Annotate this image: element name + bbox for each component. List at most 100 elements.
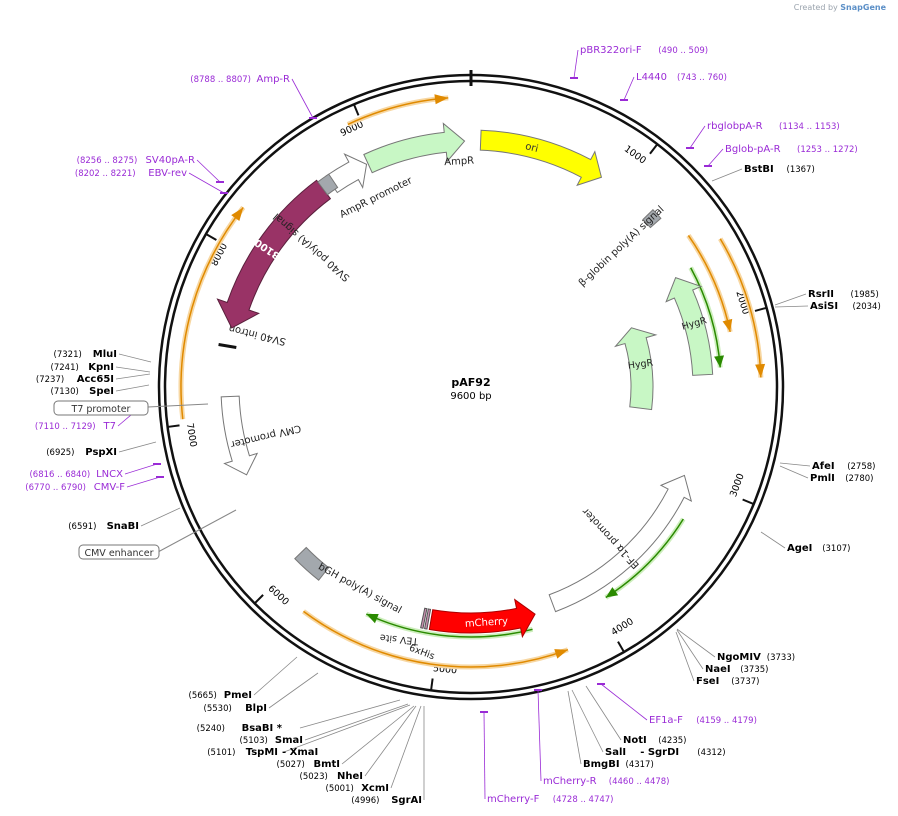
site-leader <box>390 705 422 789</box>
site-nhei[interactable]: NheI(5023) <box>300 705 417 782</box>
feature-cmvprom-shape <box>220 395 259 476</box>
primer-range: (8202 .. 8221) <box>75 169 136 179</box>
site-bmti[interactable]: BmtI(5027) <box>277 705 415 770</box>
site-bsabi-[interactable]: BsaBI *(5240) <box>197 699 401 734</box>
primer-name: L4440 <box>636 72 667 83</box>
site-pmei[interactable]: PmeI(5665) <box>189 656 298 701</box>
primer-ebv-rev[interactable]: EBV-rev (8202 .. 8221) <box>75 168 228 194</box>
feature-bgh[interactable] <box>294 546 330 581</box>
site-leader <box>567 690 582 765</box>
primer-rbglobpa-r[interactable]: rbglobpA-R(1134 .. 1153) <box>686 121 840 149</box>
primer-l4440[interactable]: L4440(743 .. 760) <box>620 72 727 101</box>
primer-name: pBR322ori-F <box>580 45 642 56</box>
site-snabi[interactable]: SnaBI(6591) <box>68 507 181 532</box>
site-pos: (5001) <box>326 784 354 794</box>
orf-layer <box>178 94 766 670</box>
feature-ef1a[interactable] <box>548 474 693 613</box>
site-blpi[interactable]: BlpI(5530) <box>204 672 319 714</box>
feature-bglobin-shape <box>642 209 662 229</box>
site-pos: (4312) <box>697 748 725 758</box>
cmv-enhancer-label: CMV enhancer <box>84 548 153 559</box>
site-naei[interactable]: NaeI(3735) <box>676 629 768 675</box>
tick-mark <box>167 424 180 428</box>
site-pos: (2758) <box>847 462 875 472</box>
site-name: FseI <box>696 676 719 687</box>
site-sali[interactable]: SalI- SgrDI(4312) <box>571 689 726 758</box>
feature-bgh-shape <box>294 546 330 581</box>
site-fsei[interactable]: FseI(3737) <box>675 631 759 687</box>
site-sgrai[interactable]: SgrAI(4996) <box>351 706 425 806</box>
site-pos: (5665) <box>189 691 217 701</box>
primer-cmv-f[interactable]: CMV-F(6770 .. 6790) <box>25 476 164 493</box>
feature-sb100x[interactable] <box>216 179 332 329</box>
site-name: KpnI <box>88 362 114 373</box>
site-acc65i[interactable]: Acc65I(7237) <box>36 373 151 385</box>
site-pos: (2034) <box>853 302 881 312</box>
site-noti[interactable]: NotI(4235) <box>585 685 686 746</box>
site-name: TspMI <box>246 747 278 758</box>
feature-bglobin[interactable] <box>642 209 662 229</box>
site-rsrii[interactable]: RsrII(1985) <box>774 289 879 306</box>
tick-mark <box>205 233 217 241</box>
site-name: RsrII <box>808 289 834 300</box>
site-leader <box>268 672 319 709</box>
snapgene-credit: Created by SnapGene <box>794 3 886 12</box>
feature-sb100x-shape <box>216 179 332 329</box>
feature-his[interactable] <box>420 607 428 629</box>
primer-name: mCherry-R <box>543 776 597 787</box>
feature-ori[interactable] <box>479 129 603 187</box>
site-pos: (2780) <box>845 474 873 484</box>
site-leader <box>774 305 809 308</box>
orf-arrow <box>686 234 733 333</box>
primer-lncx[interactable]: LNCX(6816 .. 6840) <box>29 463 161 480</box>
site-leader <box>571 689 604 753</box>
orf-arrow <box>604 517 686 600</box>
primer-sv40pa-r[interactable]: SV40pA-R(8256 .. 8275) <box>77 155 224 183</box>
tick-mark <box>430 678 434 691</box>
site-afei[interactable]: AfeI(2758) <box>779 461 875 472</box>
site-ngomiv[interactable]: NgoMIV(3733) <box>676 628 795 663</box>
site-extra: - XmaI <box>282 747 318 758</box>
site-pos: (6925) <box>46 448 74 458</box>
feature-tev-shape <box>424 608 432 630</box>
primer-leader <box>600 683 648 721</box>
feature-ampr[interactable] <box>363 122 466 174</box>
site-kpni[interactable]: KpnI(7241) <box>51 362 151 373</box>
site-asisi[interactable]: AsiSI(2034) <box>774 301 881 312</box>
site-mlui[interactable]: MluI(7321) <box>54 349 152 363</box>
primer-bglob-pa-r[interactable]: Bglob-pA-R(1253 .. 1272) <box>704 144 858 167</box>
feature-sv40pa[interactable] <box>317 173 339 196</box>
primer-ef1a-f[interactable]: EF1a-F(4159 .. 4179) <box>597 683 757 726</box>
site-smai[interactable]: SmaI(5103) <box>240 703 409 746</box>
feature-label: AmpR <box>444 156 474 169</box>
feature-ampr_prom[interactable] <box>325 153 368 194</box>
feature-cmvprom[interactable] <box>220 395 259 476</box>
primer-mcherry-f[interactable]: mCherry-F(4728 .. 4747) <box>480 711 614 805</box>
primer-leader <box>196 159 221 183</box>
feature-mcherry[interactable] <box>428 598 536 639</box>
primer-amp-r[interactable]: Amp-R(8788 .. 8807) <box>190 74 317 119</box>
primer-mcherry-r[interactable]: mCherry-R(4460 .. 4478) <box>534 689 670 787</box>
primer-name: mCherry-F <box>487 794 540 805</box>
site-pspxi[interactable]: PspXI(6925) <box>46 441 157 458</box>
site-pmli[interactable]: PmlI(2780) <box>779 465 873 484</box>
site-pos: (4996) <box>351 796 379 806</box>
site-spei[interactable]: SpeI(7130) <box>51 384 150 397</box>
site-pos: (3107) <box>822 544 850 554</box>
site-name: BmgBI <box>583 759 620 770</box>
site-leader <box>118 353 152 363</box>
site-bstbi[interactable]: BstBI(1367) <box>711 164 815 182</box>
feature-hygr1[interactable] <box>665 277 714 376</box>
primer-name: EBV-rev <box>148 168 187 179</box>
site-pos: (7130) <box>51 387 79 397</box>
site-name: BstBI <box>744 164 774 175</box>
site-leader <box>779 465 809 479</box>
site-xcmi[interactable]: XcmI(5001) <box>326 705 422 794</box>
feature-tev[interactable] <box>424 608 432 630</box>
primer-pbr322ori-f[interactable]: pBR322ori-F(490 .. 509) <box>570 45 708 79</box>
site-agei[interactable]: AgeI(3107) <box>760 531 850 554</box>
feature-hygr2[interactable] <box>613 327 658 411</box>
site-bmgbi[interactable]: BmgBI(4317) <box>567 690 654 770</box>
primer-leader <box>537 689 542 782</box>
